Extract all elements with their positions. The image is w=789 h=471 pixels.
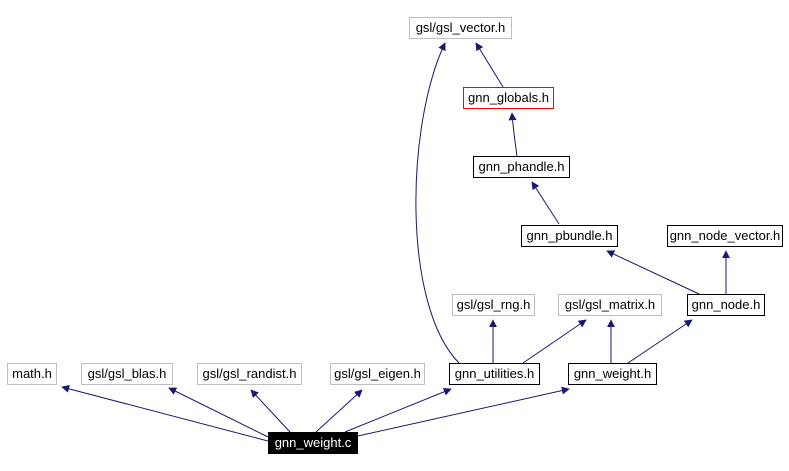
edge-utilities-vector <box>415 42 460 364</box>
node-gsl-gsl-matrix-h[interactable]: gsl/gsl_matrix.h <box>558 294 662 316</box>
node-gsl-gsl-vector-h[interactable]: gsl/gsl_vector.h <box>409 17 512 39</box>
edge-weightc-weighth <box>357 386 570 437</box>
node-gsl-gsl-eigen-h[interactable]: gsl/gsl_eigen.h <box>330 363 425 385</box>
node-gnn-node-h[interactable]: gnn_node.h <box>687 294 765 316</box>
edge-weightc-math <box>61 384 269 442</box>
edge-globals-vector <box>475 42 504 88</box>
node-gsl-gsl-blas-h[interactable]: gsl/gsl_blas.h <box>81 363 173 385</box>
edge-weightc-blas <box>168 387 269 438</box>
edge-node-pbundle <box>606 250 700 295</box>
edge-weightc-eigen <box>315 389 363 433</box>
node-gnn-pbundle-h[interactable]: gnn_pbundle.h <box>521 225 618 247</box>
edge-weightc-utilities <box>344 387 452 433</box>
edge-weightc-randist <box>250 389 291 433</box>
node-gsl-gsl-randist-h[interactable]: gsl/gsl_randist.h <box>197 363 302 385</box>
node-gnn-weight-c-root[interactable]: gnn_weight.c <box>268 432 358 454</box>
edge-phandle-globals <box>508 112 518 157</box>
node-gnn-globals-h[interactable]: gnn_globals.h <box>463 87 554 109</box>
edge-weighth-node <box>627 319 693 364</box>
edge-utilities-matrix <box>522 319 587 364</box>
node-gnn-node-vector-h[interactable]: gnn_node_vector.h <box>667 225 783 247</box>
edge-pbundle-phandle <box>531 181 560 225</box>
node-gnn-utilities-h[interactable]: gnn_utilities.h <box>449 363 540 385</box>
node-gnn-phandle-h[interactable]: gnn_phandle.h <box>473 156 570 178</box>
node-gsl-gsl-rng-h[interactable]: gsl/gsl_rng.h <box>452 294 535 316</box>
node-gnn-weight-h[interactable]: gnn_weight.h <box>568 363 657 385</box>
node-math-h[interactable]: math.h <box>7 363 57 385</box>
